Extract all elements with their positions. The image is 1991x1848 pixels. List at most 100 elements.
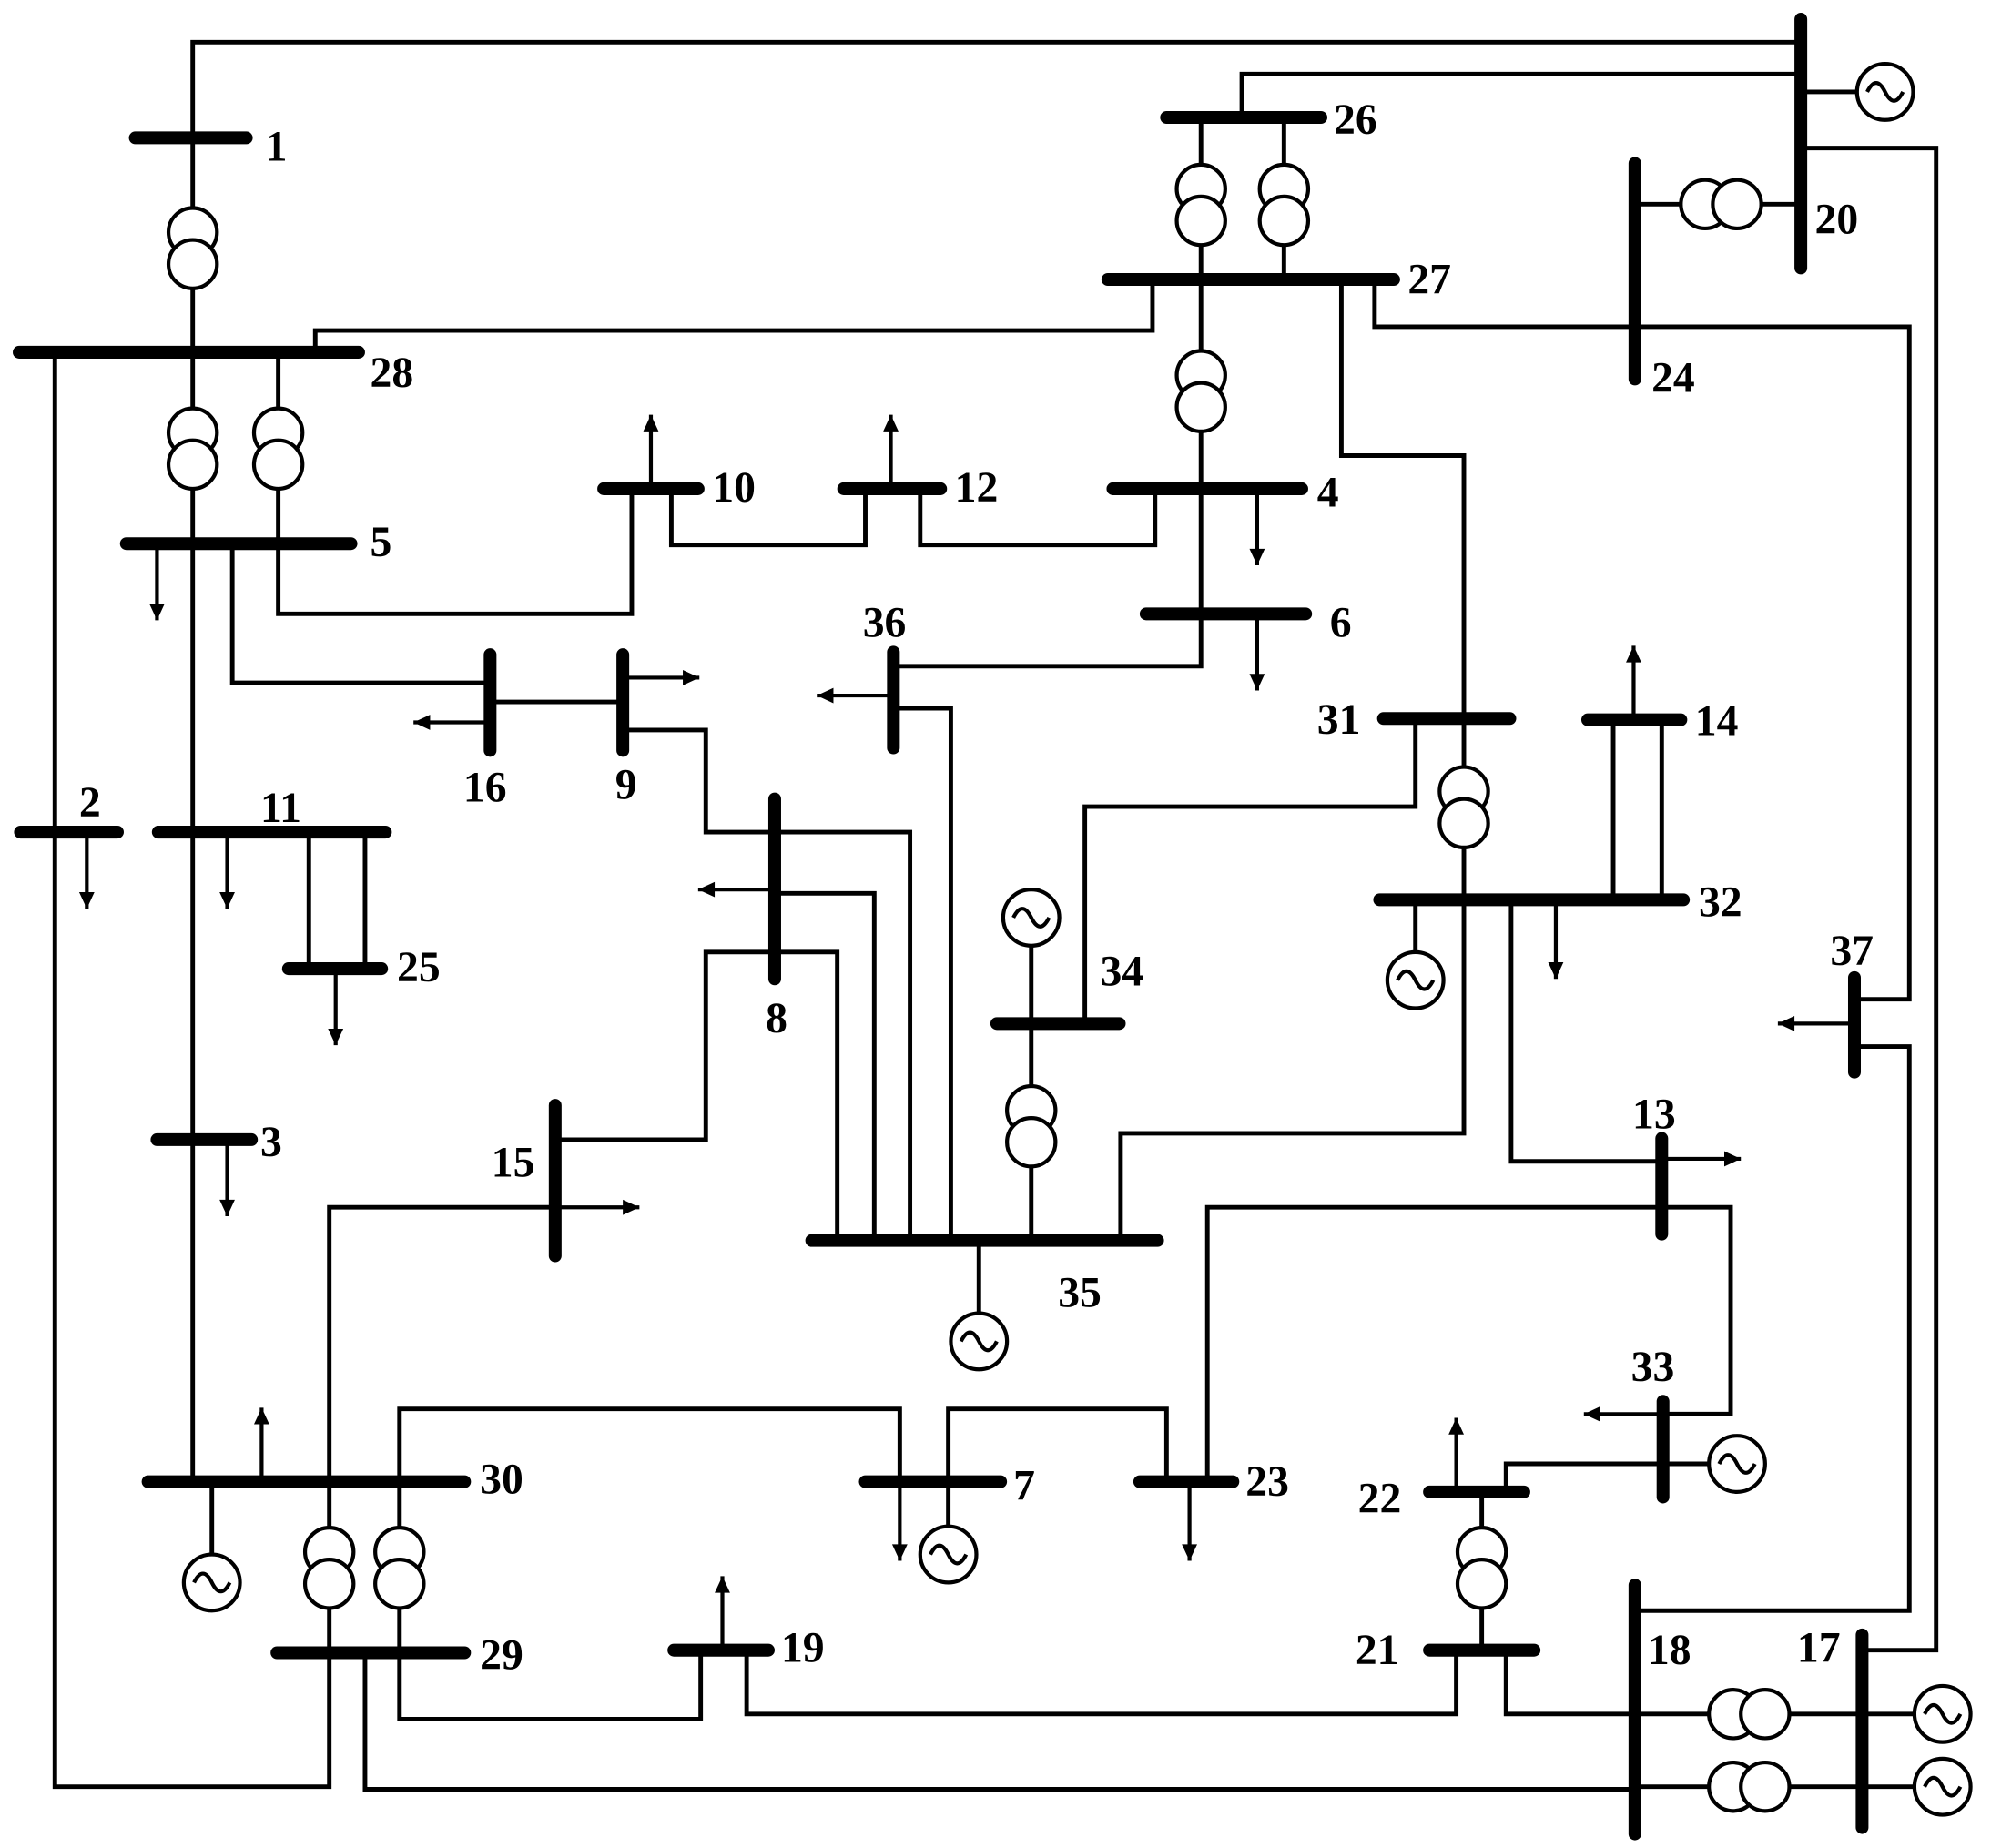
transformer-icon	[1257, 162, 1311, 248]
bus-17-label: 17	[1797, 1624, 1841, 1671]
branch-13-33	[1661, 1204, 1733, 1416]
branch-28-27	[312, 279, 1155, 352]
bus-26-label: 26	[1334, 96, 1377, 144]
transformer-icon	[1707, 1688, 1792, 1741]
bus-34-label: 34	[1100, 948, 1143, 995]
load-arrow-icon	[1182, 1481, 1198, 1561]
transformer-icon	[1174, 349, 1227, 433]
bus-22-label: 22	[1358, 1475, 1402, 1522]
branch-30-7	[397, 1406, 902, 1482]
bus-36-label: 36	[863, 600, 907, 647]
branch-36-35	[893, 706, 953, 1241]
branch-31-34	[1082, 718, 1418, 1024]
branches	[52, 39, 1939, 1792]
load-arrow-icon	[328, 969, 344, 1046]
branch-29-19	[397, 1650, 704, 1721]
load-arrow-icon	[1249, 488, 1265, 566]
bus-11-label: 11	[260, 785, 301, 832]
load-arrow-icon	[883, 414, 899, 489]
generator-icon	[1385, 949, 1446, 1010]
bus-29-label: 29	[480, 1632, 523, 1680]
bus-27-label: 27	[1407, 256, 1451, 303]
branch-26-20	[1239, 71, 1802, 117]
generator-icon	[181, 1552, 242, 1613]
load-arrow-icon	[1626, 645, 1641, 720]
generator-icon	[918, 1524, 979, 1585]
load-arrow-icon	[643, 414, 659, 489]
branch-32-35	[1118, 899, 1467, 1241]
generators	[181, 62, 1973, 1817]
branch-20-17	[1801, 146, 1939, 1653]
generator-icon	[1707, 1434, 1767, 1494]
branch-8-35-b	[774, 949, 840, 1241]
load-arrow-icon	[1448, 1417, 1465, 1492]
generator-icon	[1912, 1683, 1973, 1744]
bus-5-label: 5	[371, 519, 392, 566]
loads	[78, 414, 1854, 1650]
transformer-icon	[302, 1526, 356, 1610]
load-arrow-icon	[891, 1481, 908, 1561]
bus-7-label: 7	[1013, 1462, 1035, 1509]
bus-28-label: 28	[371, 350, 414, 397]
load-arrow-icon	[253, 1407, 269, 1482]
bus-12-label: 12	[955, 464, 999, 512]
load-arrow-icon	[623, 670, 700, 685]
branch-23-13	[1204, 1204, 1662, 1482]
transformers	[166, 162, 1792, 1813]
branch-5-16	[229, 543, 491, 685]
bus-35-label: 35	[1058, 1270, 1102, 1317]
bus-1-label: 1	[266, 124, 288, 171]
bus-4-label: 4	[1317, 470, 1339, 517]
load-arrow-icon	[219, 832, 235, 909]
load-arrow-icon	[1548, 899, 1564, 980]
generator-icon	[1912, 1756, 1973, 1817]
transformer-icon	[1455, 1526, 1508, 1610]
branch-21-18	[1503, 1650, 1635, 1717]
branch-27-31	[1338, 279, 1467, 719]
buses	[13, 13, 1869, 1841]
generator-icon	[1854, 62, 1915, 122]
load-arrow-icon	[817, 687, 894, 704]
bus-8-label: 8	[766, 995, 787, 1042]
generator-icon	[949, 1311, 1010, 1372]
bus-labels: 1 2 3 4 5 6 7 8 9 10 11 12 13 14 15 16 1…	[79, 96, 1874, 1680]
branch-29-18	[362, 1652, 1635, 1792]
bus-32-label: 32	[1699, 879, 1742, 927]
branch-1-20	[190, 39, 1802, 138]
bus-10-label: 10	[712, 464, 756, 512]
branch-30-15	[327, 1204, 555, 1482]
branch-32-13	[1508, 899, 1662, 1164]
branch-22-33	[1503, 1461, 1663, 1492]
load-arrow-icon	[149, 543, 165, 621]
bus-15-label: 15	[492, 1140, 535, 1187]
transformer-icon	[166, 206, 219, 290]
load-arrow-icon	[697, 881, 775, 898]
load-arrow-icon	[413, 715, 491, 730]
load-arrow-icon	[554, 1199, 640, 1215]
branch-12-4	[918, 488, 1158, 548]
bus-18-label: 18	[1648, 1627, 1691, 1674]
load-arrow-icon	[715, 1576, 730, 1650]
transformer-icon	[373, 1526, 426, 1610]
branch-9-8	[623, 727, 913, 1241]
bus-14-label: 14	[1695, 698, 1739, 746]
transformer-icon	[1679, 178, 1763, 231]
bus-21-label: 21	[1356, 1627, 1399, 1674]
bus-19-label: 19	[781, 1624, 825, 1671]
branch-19-21	[744, 1650, 1459, 1717]
bus-20-label: 20	[1815, 197, 1859, 244]
bus-9-label: 9	[615, 762, 637, 809]
branch-37-18	[1634, 1044, 1912, 1613]
branch-28-2-29	[52, 351, 332, 1790]
load-arrow-icon	[78, 832, 95, 909]
transformer-icon	[1174, 162, 1227, 248]
bus-6-label: 6	[1330, 600, 1352, 647]
bus-30-label: 30	[480, 1456, 523, 1503]
load-arrow-icon	[1777, 1015, 1854, 1031]
transformer-icon	[251, 406, 305, 492]
load-arrow-icon	[1583, 1406, 1663, 1422]
branch-5-10	[276, 488, 635, 616]
bus-33-label: 33	[1631, 1344, 1675, 1391]
load-arrow-icon	[1661, 1151, 1742, 1167]
